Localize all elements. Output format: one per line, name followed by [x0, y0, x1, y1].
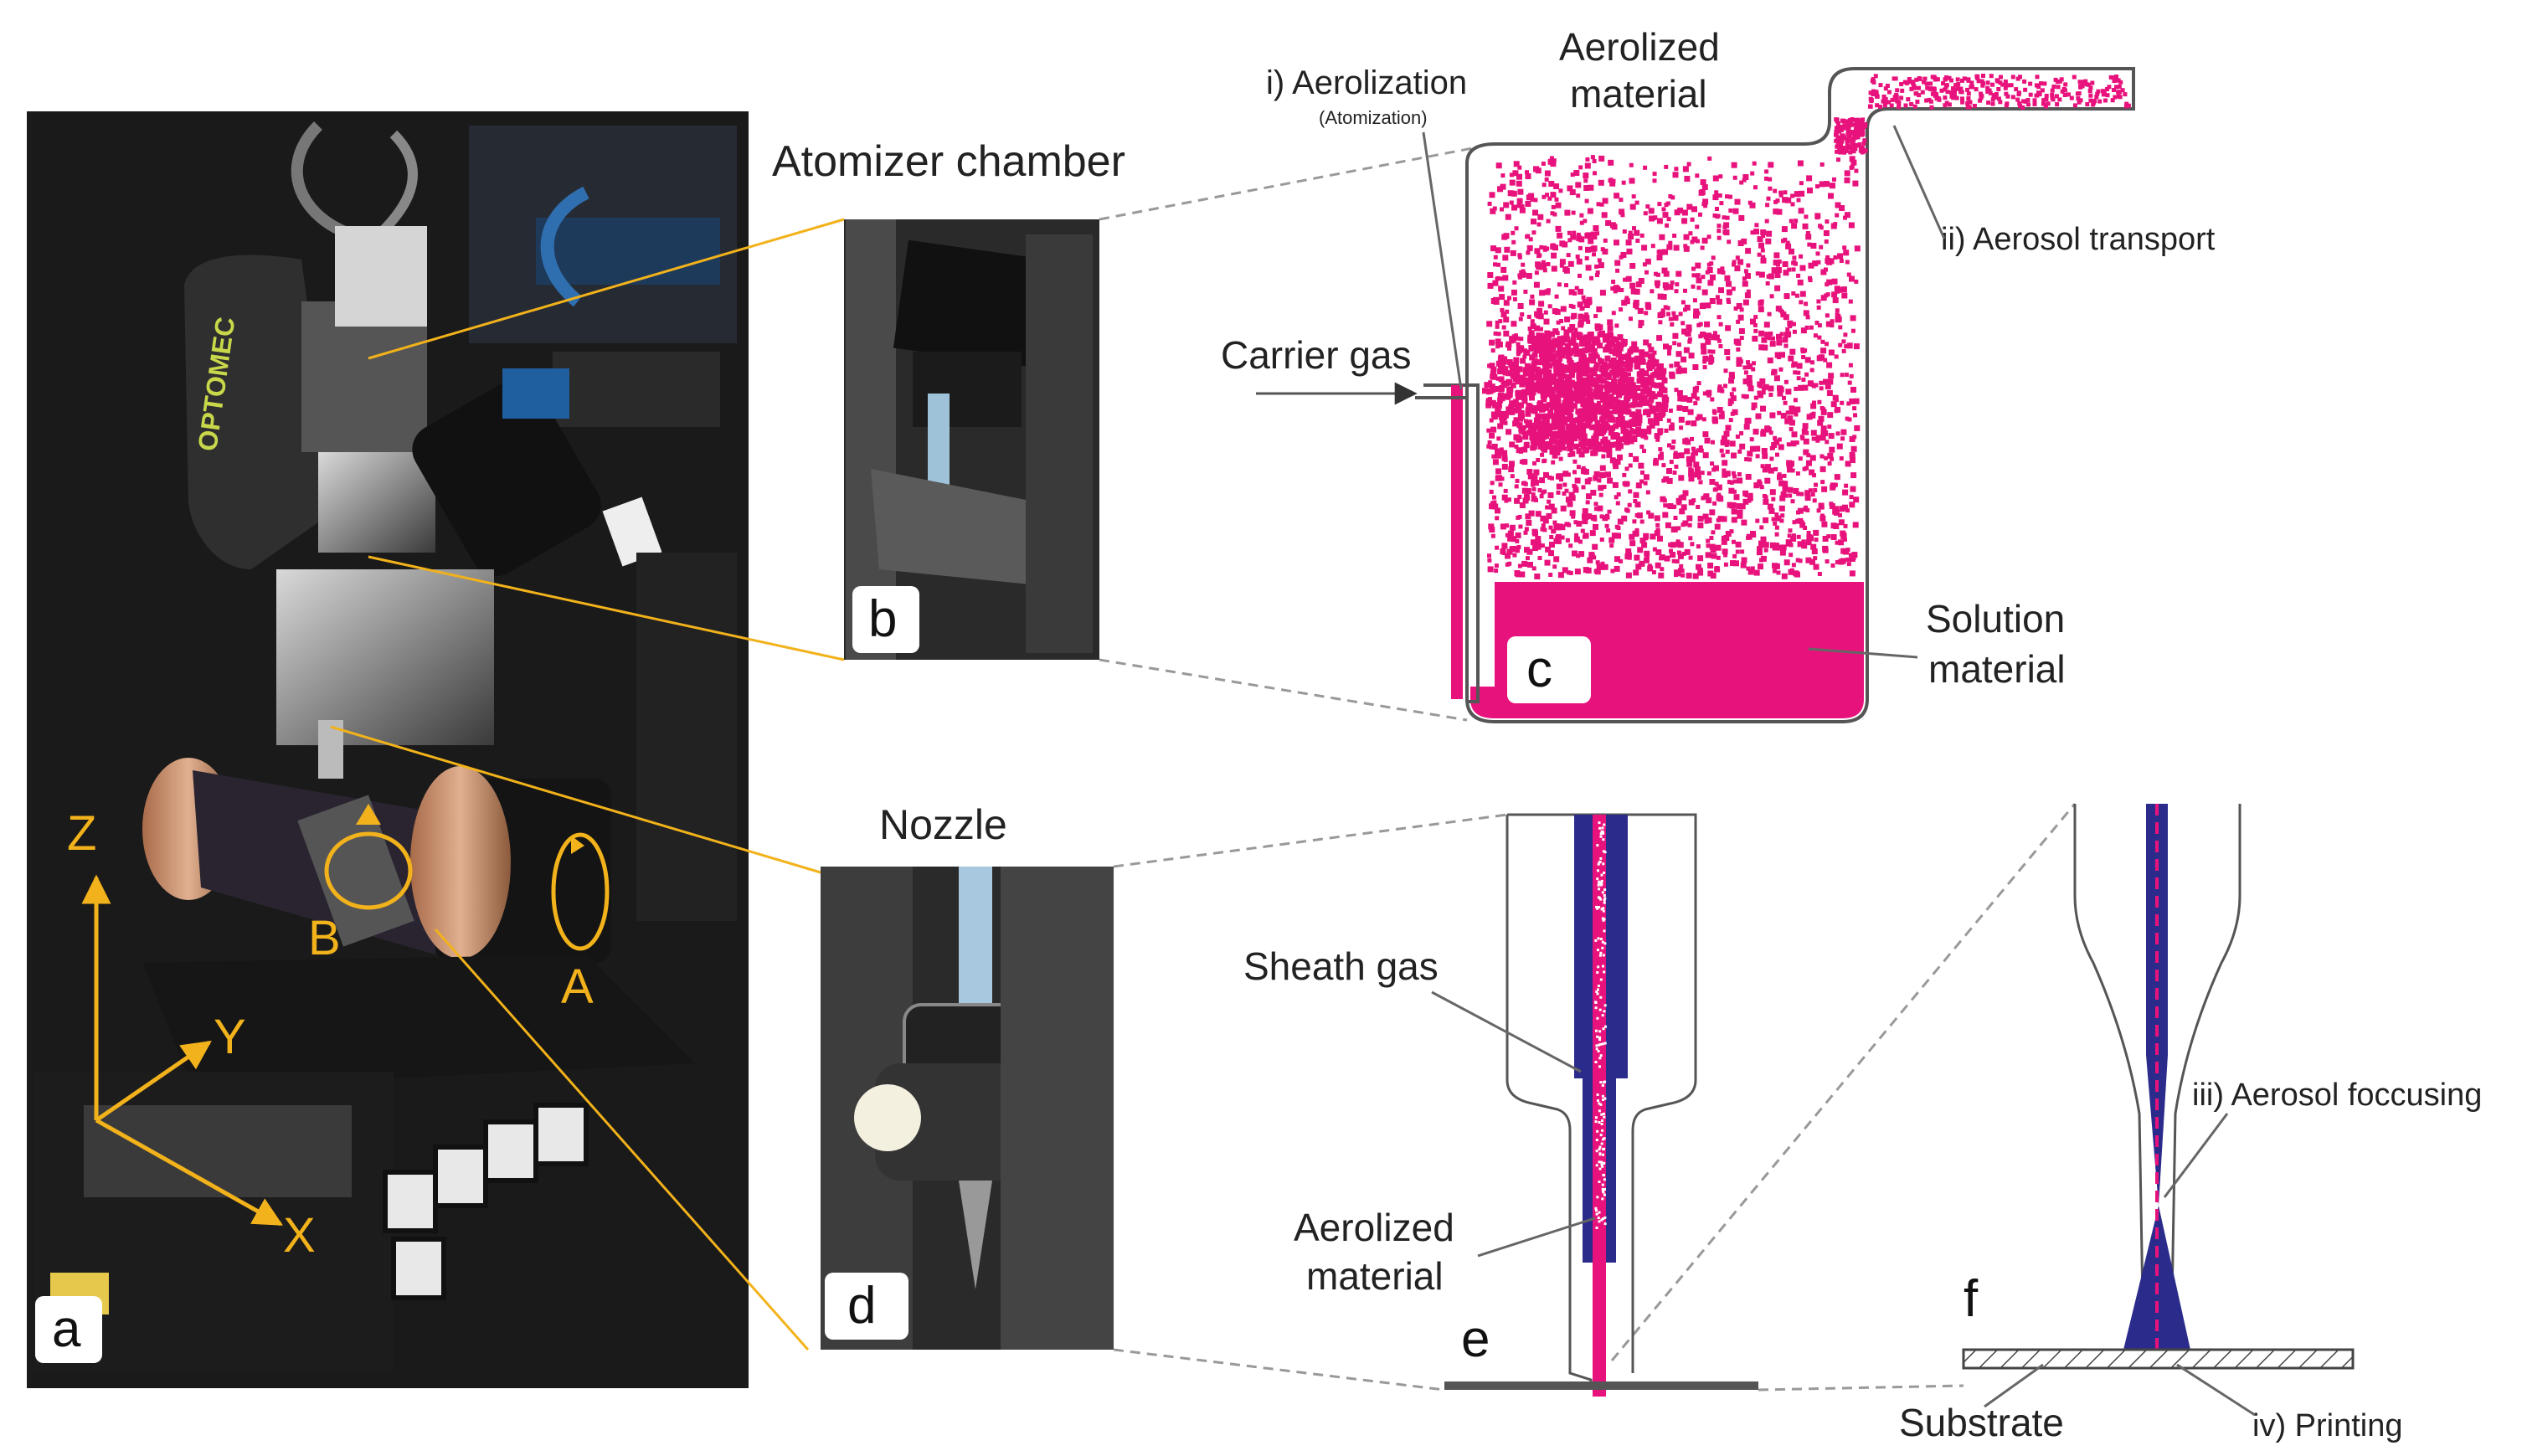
- nozzle-aerolized-leader: [1477, 1217, 1596, 1258]
- nozzle-schematic: [1444, 813, 1758, 1397]
- carrier-gas-label: Carrier gas: [1221, 333, 1412, 377]
- aerolization-leader: [1422, 131, 1463, 390]
- photo-panel-a: OPTOMEC: [27, 111, 749, 1388]
- axis-y-label: Y: [214, 1010, 246, 1064]
- solution-leader: [1808, 647, 1918, 659]
- photo-panel-d: d: [821, 867, 1114, 1350]
- sheath-gas-label: Sheath gas: [1243, 944, 1439, 988]
- atomizer-chamber-title: Atomizer chamber: [772, 137, 1125, 186]
- printing-label: iv) Printing: [2252, 1408, 2403, 1443]
- panel-b-tag: b: [868, 590, 897, 648]
- panel-c-tag: c: [1526, 641, 1552, 698]
- aerosol-focusing-label: iii) Aerosol foccusing: [2192, 1078, 2482, 1113]
- nozzle-aerosol-dots: [1594, 821, 1607, 1229]
- axis-a-label: A: [561, 960, 594, 1014]
- substrate-leader: [1984, 1363, 2044, 1408]
- axis-b-label: B: [308, 911, 341, 965]
- panel-a-tag: a: [52, 1300, 81, 1358]
- aerosol-transport-leader: [1892, 125, 1946, 239]
- solution-label-line1: Solution: [1926, 597, 2065, 641]
- photo-panel-b: b: [844, 219, 1099, 660]
- nozzle-title: Nozzle: [879, 801, 1007, 848]
- printing-leader: [2176, 1363, 2256, 1417]
- aerolized-label-top-line2: material: [1570, 72, 1707, 116]
- callout-lines: [330, 218, 845, 1351]
- axis-z-label: Z: [67, 806, 96, 861]
- aerolized-label-top-line1: Aerolized: [1559, 25, 1720, 69]
- sheath-gas-leader: [1431, 990, 1582, 1073]
- panel-f-tag: f: [1964, 1270, 1979, 1328]
- atomization-sublabel: (Atomization): [1319, 107, 1428, 128]
- nozzle-aerolized-line1: Aerolized: [1294, 1206, 1454, 1249]
- solution-label-line2: material: [1928, 647, 2066, 691]
- axis-x-label: X: [283, 1208, 316, 1263]
- dashed-connectors: [1099, 142, 2077, 1392]
- focusing-schematic: [1962, 804, 2355, 1370]
- aerosol-particle-cloud: [1482, 74, 2131, 579]
- substrate-label: Substrate: [1899, 1401, 2064, 1444]
- atomizer-schematic: c: [1415, 67, 2135, 723]
- nozzle-aerolized-line2: material: [1306, 1254, 1444, 1298]
- panel-d-tag: d: [847, 1277, 876, 1335]
- aerosol-focusing-leader: [2163, 1113, 2229, 1198]
- aerolization-label: i) Aerolization: [1266, 64, 1467, 101]
- aerosol-transport-label: ii) Aerosol transport: [1941, 222, 2216, 257]
- panel-e-tag: e: [1461, 1310, 1490, 1368]
